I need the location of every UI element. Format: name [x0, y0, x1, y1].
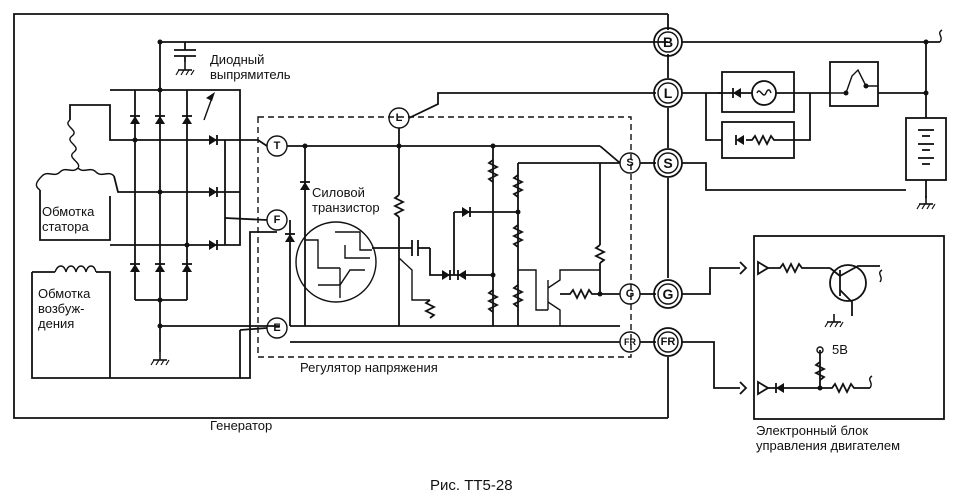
- svg-text:E: E: [273, 322, 280, 334]
- power-transistor-label: Силовой транзистор: [312, 185, 380, 215]
- svg-text:F: F: [274, 214, 281, 226]
- resistor-icon: [392, 194, 406, 218]
- ground-icon: [150, 351, 170, 366]
- terminal-G-inner: G: [619, 283, 641, 305]
- transistor-icon: [518, 269, 548, 311]
- generator-frame: [13, 13, 668, 419]
- diode-icon: [208, 134, 218, 146]
- resistor-icon: [511, 224, 525, 248]
- regulator-label: Регулятор напряжения: [300, 360, 438, 375]
- svg-text:FR: FR: [624, 337, 636, 347]
- svg-text:L: L: [396, 112, 403, 124]
- terminal-L: L: [653, 78, 683, 108]
- switch-icon: [830, 68, 878, 94]
- figure-caption: Рис. ТТ5-28: [430, 477, 513, 494]
- diode-icon: [181, 263, 193, 273]
- terminal-L-inner: L: [388, 107, 410, 129]
- resistor-icon: [423, 299, 437, 319]
- diode-icon: [129, 115, 141, 125]
- terminal-E-inner: E: [266, 317, 288, 339]
- terminal-S: S: [653, 148, 683, 178]
- resistor-icon: [486, 289, 500, 313]
- svg-text:B: B: [663, 34, 673, 50]
- diode-icon: [735, 134, 745, 146]
- diode-icon: [775, 382, 785, 394]
- terminal-G: G: [653, 279, 683, 309]
- terminal-FR: FR: [653, 327, 683, 357]
- resistor-icon: [820, 381, 870, 395]
- transistor-icon: [829, 264, 867, 302]
- rectifier-bridge: [110, 44, 241, 352]
- diode-icon: [457, 269, 467, 281]
- terminal-FR-inner: FR: [619, 331, 641, 353]
- terminal-S-inner: S: [619, 152, 641, 174]
- rectifier-label: Диодный выпрямитель: [210, 52, 291, 82]
- stator-label: Обмотка статора: [42, 204, 95, 234]
- diode-icon: [284, 233, 296, 243]
- diode-icon: [129, 263, 141, 273]
- diode-icon: [299, 181, 311, 191]
- resistor-icon: [486, 159, 500, 183]
- resistor-icon: [813, 361, 827, 381]
- svg-text:S: S: [663, 155, 672, 171]
- svg-text:L: L: [664, 85, 673, 101]
- svg-text:G: G: [663, 286, 674, 302]
- resistor-icon: [746, 133, 794, 147]
- stator-coil-icon: [35, 104, 240, 241]
- field-label: Обмотка возбуж- дения: [38, 286, 91, 331]
- terminal-B: B: [653, 27, 683, 57]
- ecu-label: Электронный блок управления двигателем: [756, 423, 901, 453]
- lamp-icon: [751, 80, 777, 106]
- power-transistor-icon: [295, 221, 377, 303]
- battery-icon: [905, 117, 947, 181]
- regulator-boundary: [257, 116, 632, 358]
- svg-text:S: S: [626, 157, 633, 169]
- diode-icon: [181, 115, 193, 125]
- ecu-box: [753, 235, 945, 420]
- resistor-icon: [560, 287, 620, 301]
- lamp-box: [721, 71, 795, 113]
- ground-icon: [916, 195, 936, 210]
- field-coil-icon: [31, 265, 241, 379]
- diode-icon: [208, 186, 218, 198]
- resistor-icon: [593, 244, 607, 264]
- capacitor-icon: [160, 41, 668, 76]
- resistor-icon: [511, 284, 525, 308]
- svg-text:FR: FR: [661, 336, 676, 348]
- generator-label: Генератор: [210, 418, 273, 433]
- terminal-T-inner: T: [266, 135, 288, 157]
- five-volt-label: 5В: [832, 342, 848, 357]
- diode-icon: [154, 115, 166, 125]
- ground-icon: [824, 313, 844, 328]
- resistor-icon: [768, 261, 830, 275]
- diode-icon: [441, 269, 451, 281]
- resistor-icon: [511, 174, 525, 198]
- terminal-F-inner: F: [266, 209, 288, 231]
- ignition-switch-box: [829, 61, 879, 107]
- svg-text:T: T: [274, 140, 281, 152]
- regulator-circuit: [284, 128, 621, 343]
- diode-icon: [208, 239, 218, 251]
- diode-icon: [154, 263, 166, 273]
- svg-text:G: G: [626, 288, 635, 300]
